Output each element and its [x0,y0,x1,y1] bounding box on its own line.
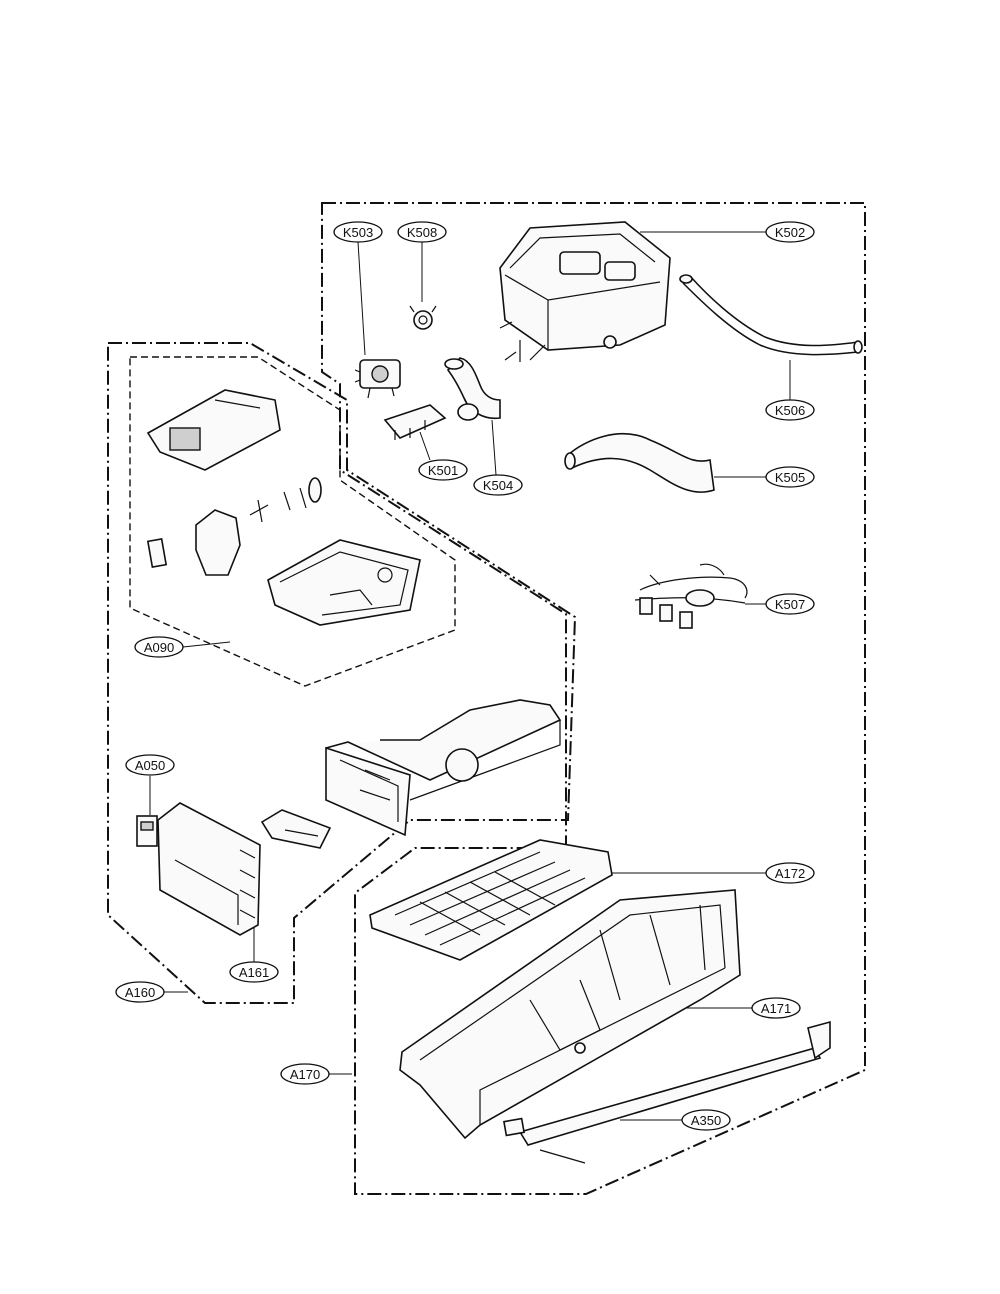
callout-k501: K501 [418,431,468,481]
callout-k501-label: K501 [428,463,458,478]
part-a090-siphon [146,477,322,576]
callout-k506: K506 [765,360,815,421]
callout-a161-label: A161 [239,965,269,980]
callout-a161: A161 [229,850,279,983]
part-a161-panel [157,802,261,936]
callout-a090: A090 [134,636,231,658]
upper-assembly-border [321,202,866,1195]
part-a172-grille [369,839,613,961]
part-k505-hose [564,432,715,493]
callout-a170: A170 [280,1063,352,1085]
callout-a171: A171 [650,997,801,1019]
callout-a172-label: A172 [775,866,805,881]
callout-k504: K504 [473,419,523,496]
callout-a350-label: A350 [691,1113,721,1128]
callout-k508-label: K508 [407,225,437,240]
callout-k502-label: K502 [775,225,805,240]
callout-k502: K502 [640,221,815,243]
callout-k507: K507 [745,593,815,615]
a090-group-border [129,356,456,687]
callout-k503-label: K503 [343,225,373,240]
part-k504-hose [444,357,501,421]
part-drawer-housing [325,699,562,837]
a160-group-border [107,342,577,1004]
callout-a160-label: A160 [125,985,155,1000]
callout-a050: A050 [125,754,175,815]
part-k508-clamp [409,305,437,330]
callout-k505: K505 [714,466,815,488]
callout-a171-label: A171 [761,1001,791,1016]
callout-k507-label: K507 [775,597,805,612]
callout-k506-label: K506 [775,403,805,418]
part-k502-housing [499,221,671,362]
callout-k504-label: K504 [483,478,513,493]
callout-k508: K508 [397,221,447,302]
part-k506-hose [679,274,863,356]
callout-a350: A350 [620,1109,731,1131]
part-k507-wiring [634,563,748,629]
part-a170-base [399,889,741,1140]
callout-k503: K503 [333,221,383,356]
callout-a090-label: A090 [144,640,174,655]
callout-a050-label: A050 [135,758,165,773]
callout-a170-label: A170 [290,1067,320,1082]
part-insert [260,809,332,849]
part-a090-cover [146,389,281,471]
callout-a160: A160 [115,981,188,1003]
part-k503-valve [354,359,401,399]
part-k501-valve [383,404,447,440]
part-a350-rail [502,1020,831,1164]
callout-a172: A172 [612,862,815,884]
part-a050-plate [136,815,158,847]
callout-k505-label: K505 [775,470,805,485]
part-a090-drawer [267,539,421,626]
